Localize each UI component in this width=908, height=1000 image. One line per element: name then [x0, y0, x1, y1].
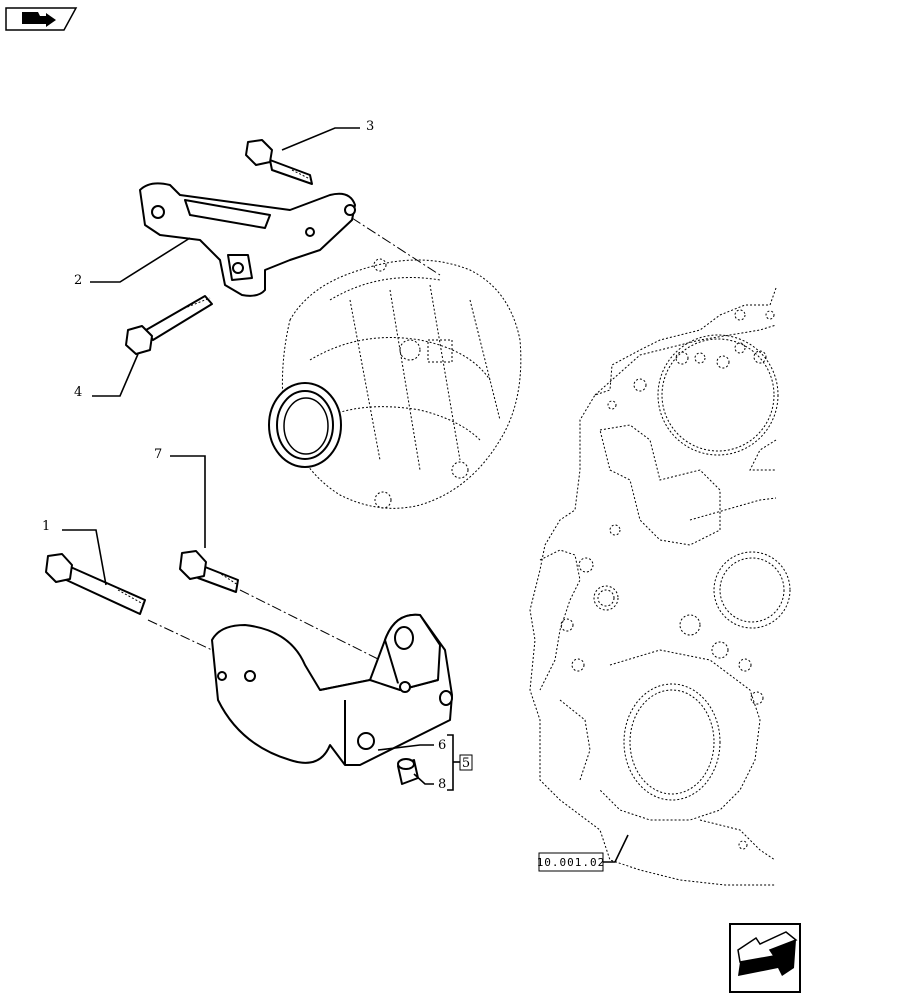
- alignment-line-1: [351, 217, 441, 276]
- callout-8: 8: [438, 777, 446, 792]
- callout-2: 2: [74, 273, 82, 288]
- bolt-part-3: [245, 139, 313, 185]
- engine-block: [529, 287, 791, 886]
- leader-6: [377, 744, 434, 751]
- reference-leader: [603, 834, 629, 863]
- callout-5-box: 5: [459, 754, 473, 771]
- callout-4: 4: [74, 385, 82, 400]
- leader-1: [62, 529, 107, 586]
- alternator: [268, 258, 522, 509]
- callout-5: 5: [462, 756, 470, 771]
- bolt-part-7: [179, 550, 239, 593]
- bolt-part-4: [125, 295, 213, 355]
- leader-2: [90, 237, 191, 283]
- alignment-line-2: [239, 589, 381, 661]
- bolt-part-1: [45, 553, 146, 615]
- sleeve-part-8: [397, 758, 419, 785]
- book-arrow-icon[interactable]: [5, 7, 78, 31]
- leader-8: [413, 773, 434, 785]
- callout-6: 6: [438, 738, 446, 753]
- leader-7: [170, 455, 206, 548]
- reference-box[interactable]: 10.001.02: [537, 852, 606, 872]
- leader-4: [92, 353, 139, 397]
- callout-7: 7: [154, 447, 162, 462]
- callout-3: 3: [366, 119, 374, 134]
- reference-code: 10.001.02: [537, 856, 606, 869]
- alignment-line-3: [147, 619, 213, 651]
- support-housing-part-5: [211, 613, 453, 766]
- exit-arrow-icon[interactable]: [729, 923, 801, 993]
- bracket-part-2: [139, 182, 356, 297]
- leader-3: [281, 127, 360, 151]
- group-bracket-5: [447, 734, 454, 791]
- callout-1: 1: [42, 519, 50, 534]
